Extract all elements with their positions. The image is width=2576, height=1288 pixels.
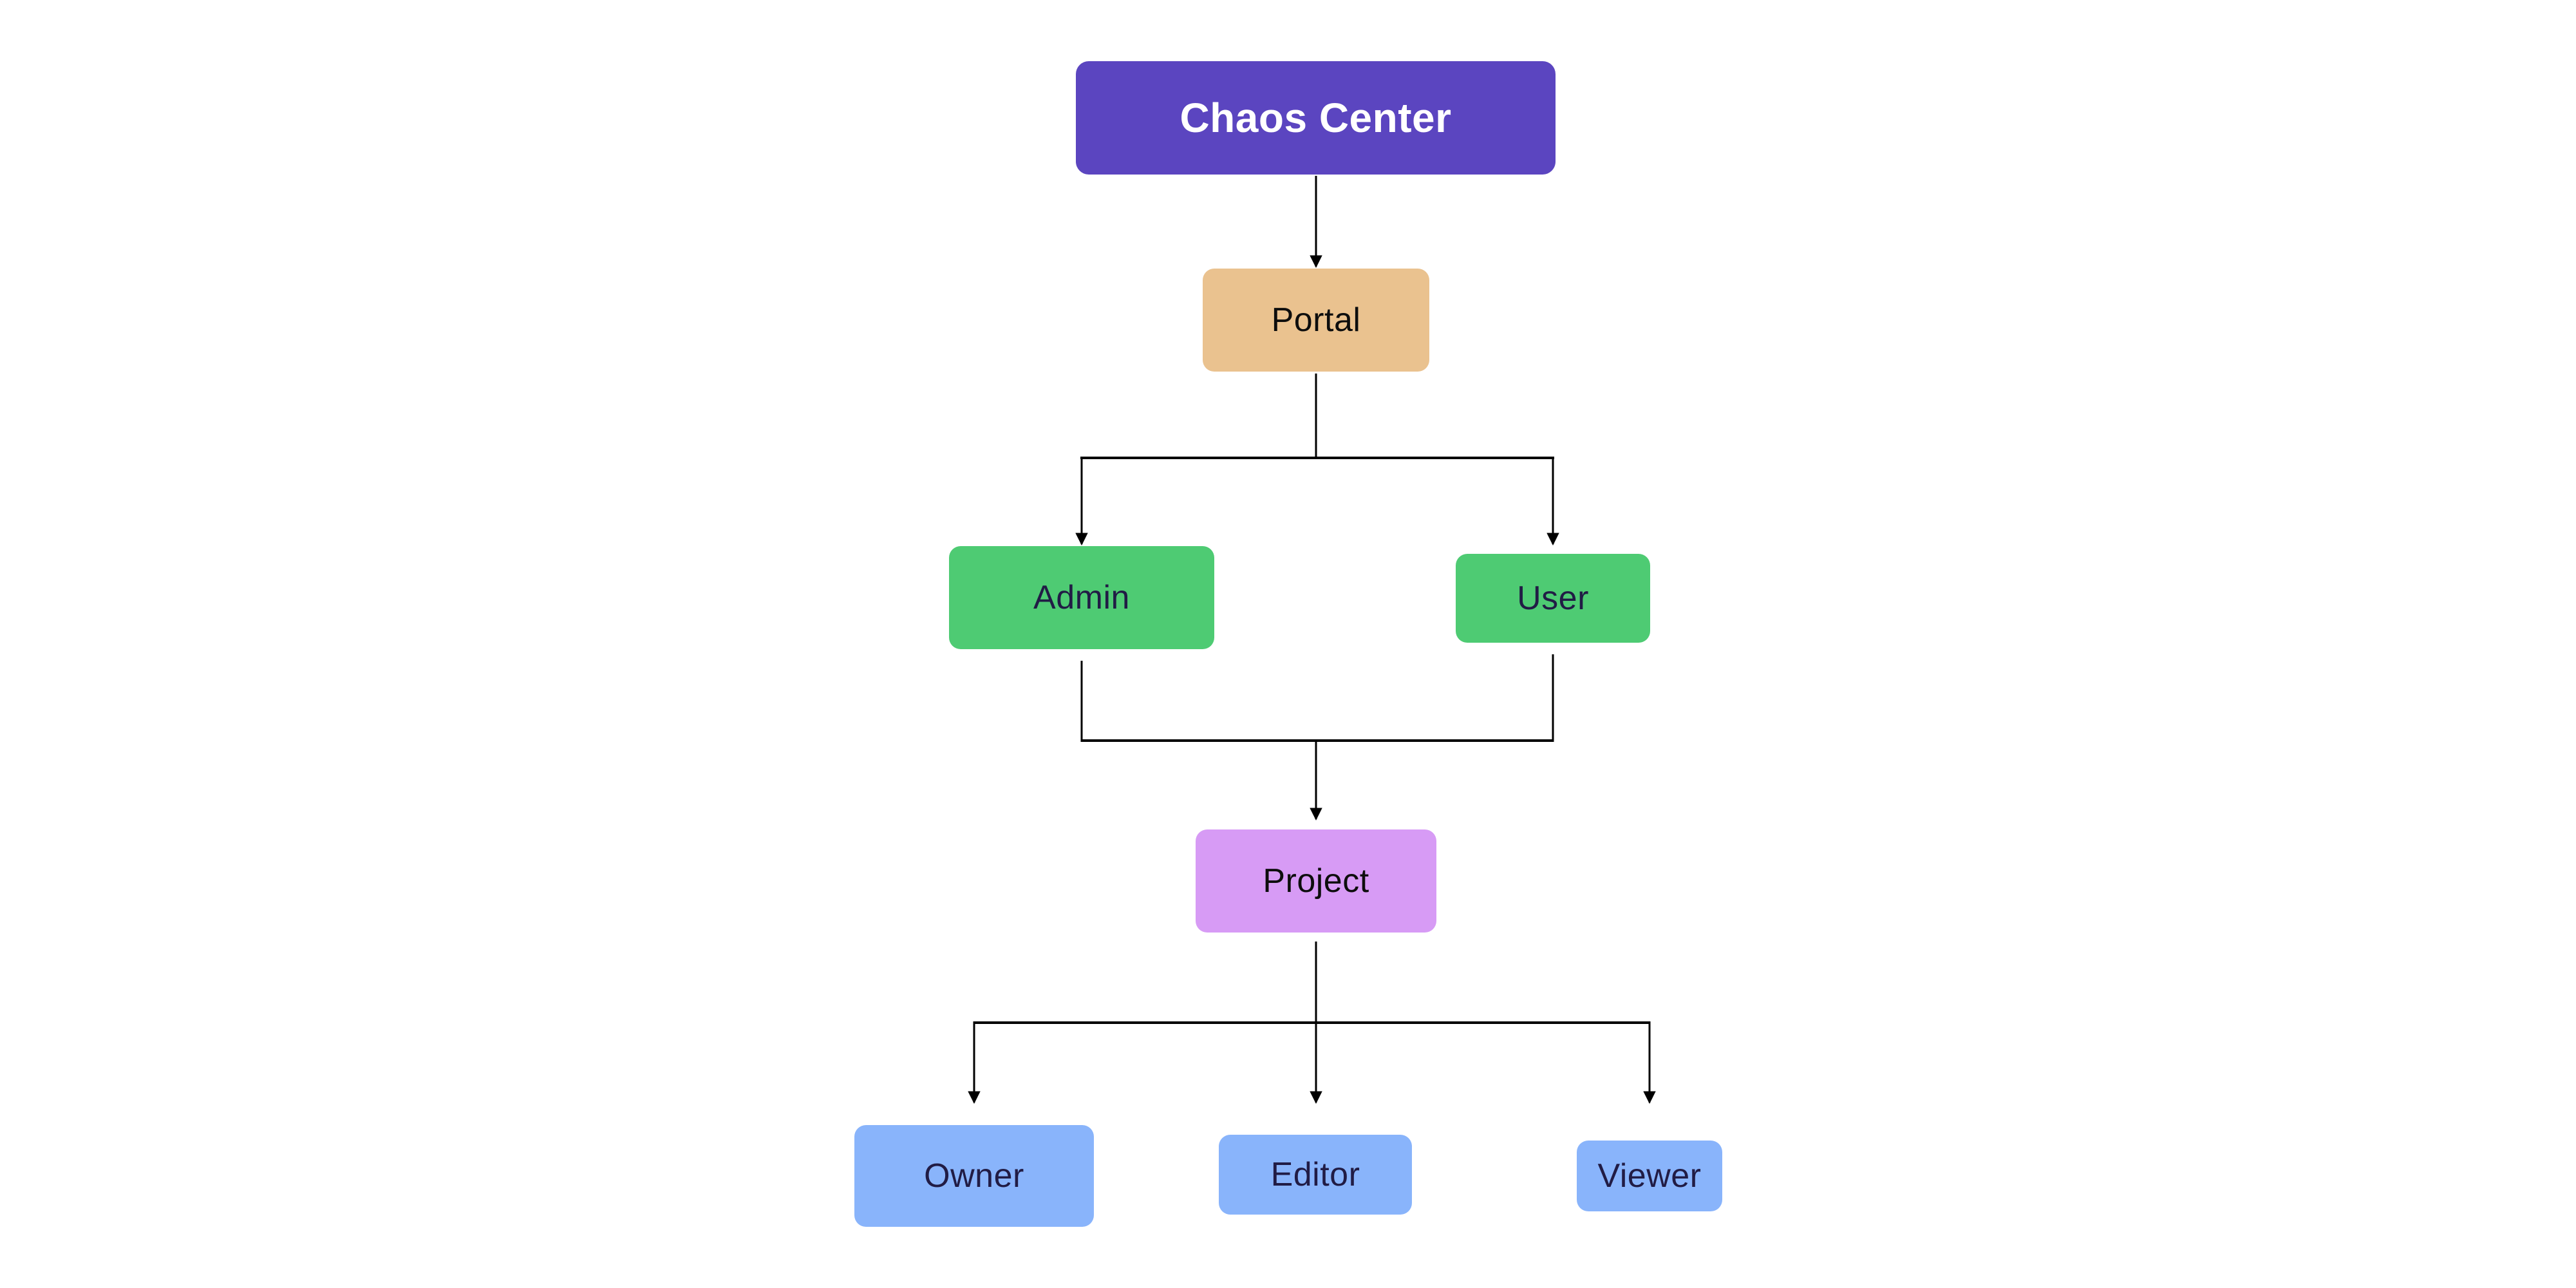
node-portal-label: Portal: [1271, 301, 1361, 339]
edge-project-to-owner-editor-viewer: [968, 942, 1656, 1104]
node-owner: Owner: [854, 1125, 1094, 1227]
node-chaos-center: Chaos Center: [1076, 61, 1556, 175]
node-user: User: [1456, 554, 1650, 643]
node-owner-label: Owner: [924, 1157, 1024, 1195]
node-admin: Admin: [949, 546, 1214, 649]
node-editor-label: Editor: [1270, 1156, 1360, 1193]
edge-admin-and-user-to-project: [1080, 654, 1554, 820]
node-project-label: Project: [1263, 862, 1369, 900]
node-admin-label: Admin: [1033, 579, 1130, 616]
edge-portal-to-admin-and-user: [1075, 374, 1559, 545]
node-portal: Portal: [1203, 269, 1429, 372]
node-viewer-label: Viewer: [1597, 1157, 1702, 1195]
node-chaos-center-label: Chaos Center: [1180, 95, 1452, 141]
node-viewer: Viewer: [1577, 1141, 1722, 1211]
node-user-label: User: [1517, 580, 1589, 617]
node-editor: Editor: [1219, 1135, 1412, 1215]
node-project: Project: [1196, 829, 1436, 933]
